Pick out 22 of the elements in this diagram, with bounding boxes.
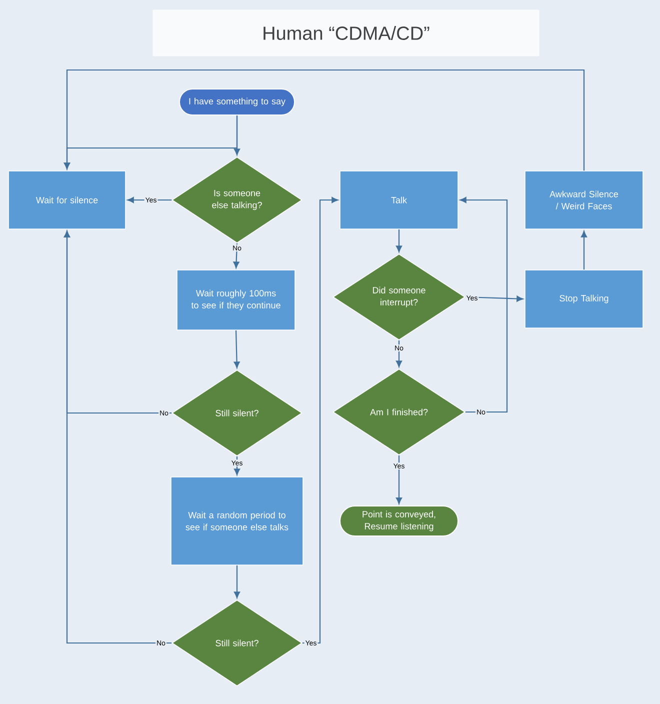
process-box: Wait a random period to see if someone else talks xyxy=(170,476,304,566)
arrow xyxy=(127,197,172,204)
arrow xyxy=(234,456,240,476)
arrow xyxy=(64,230,172,644)
end-terminal: Point is conveyed, Resume listening xyxy=(340,506,458,536)
arrow xyxy=(581,230,587,270)
arrow xyxy=(234,565,240,598)
arrow xyxy=(302,197,338,644)
process-box: Wait for silence xyxy=(8,170,126,230)
start-terminal: I have something to say xyxy=(179,88,295,116)
title-box: Human “CDMA/CD” xyxy=(152,10,540,56)
arrow xyxy=(64,69,585,171)
process-box: Awkward Silence / Weird Faces xyxy=(524,170,644,230)
arrow xyxy=(234,330,240,368)
arrow xyxy=(460,197,508,413)
arrow xyxy=(396,455,402,504)
arrow xyxy=(396,229,402,252)
process-box: Stop Talking xyxy=(524,270,644,328)
arrow xyxy=(233,243,240,268)
process-box: Wait roughly 100ms to see if they continue xyxy=(176,270,296,330)
arrow xyxy=(396,340,402,368)
process-box: Talk xyxy=(340,170,458,230)
